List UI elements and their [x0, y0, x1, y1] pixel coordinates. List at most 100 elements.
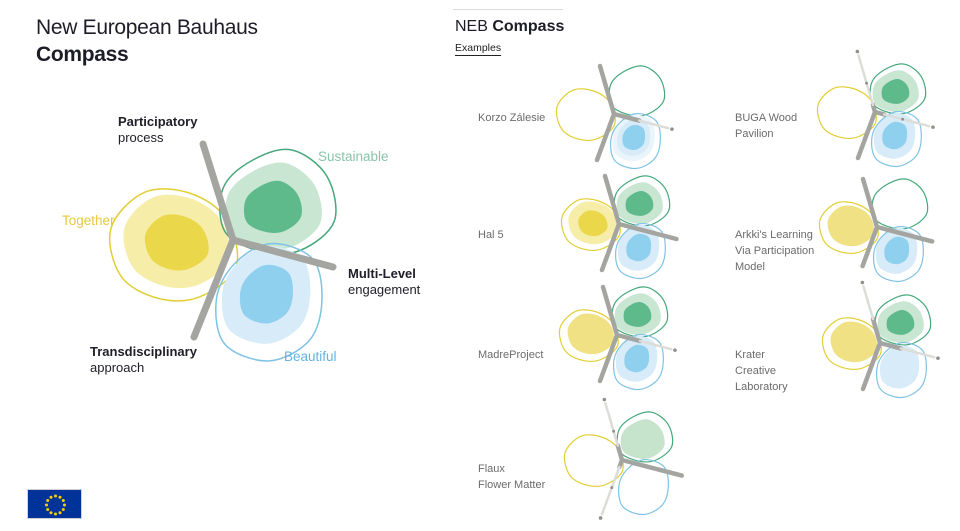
lobe-label-together: Together [62, 213, 115, 228]
blue-lobe-outline [875, 341, 927, 399]
blue-lobe-fill [624, 344, 650, 373]
main-compass-diagram [108, 140, 337, 362]
example-compass-krater-creative-laboratory [821, 280, 940, 399]
green-lobe-outline [608, 65, 666, 117]
compass-axis-right [229, 236, 337, 271]
yellow-lobe-fill [578, 210, 608, 237]
example-label-madreproject: MadreProject [478, 347, 558, 363]
green-lobe-fill [243, 180, 302, 233]
compass-axis-right-extension [638, 119, 670, 130]
compass-axis-top [615, 443, 625, 463]
section-divider [453, 9, 563, 10]
example-compass-flaux-flower-matter [563, 397, 685, 520]
example-label-line: MadreProject [478, 349, 544, 361]
blue-lobe-fill [626, 233, 652, 262]
example-label-line: Flaux [478, 463, 505, 475]
axis-label-transdisciplinary-approach: Transdisciplinary approach [90, 344, 197, 376]
example-label-hal-5: Hal 5 [478, 227, 558, 243]
blue-lobe-outline [870, 110, 922, 168]
example-label-line: Flower Matter [478, 479, 546, 491]
axis-tick-dot [670, 127, 674, 131]
compass-axis-bottom [855, 109, 878, 161]
yellow-lobe-outline [560, 198, 621, 251]
example-label-line: Creative [735, 365, 776, 377]
axis-tick-dot [602, 397, 607, 402]
green-lobe-outline [871, 178, 929, 230]
axis-tick-dot [673, 348, 677, 352]
yellow-lobe-outline [555, 88, 616, 141]
compass-axis-right [874, 224, 935, 244]
eu-flag-star [54, 494, 57, 498]
compass-axis-right [877, 340, 903, 351]
yellow-lobe-outline [563, 434, 624, 487]
axis-tick-dot [901, 117, 905, 121]
eu-flag-star [45, 503, 48, 507]
example-label-line: Arkki's Learning [735, 229, 813, 241]
axis-tick-dot [931, 125, 935, 129]
eu-flag-star [61, 508, 65, 511]
compass-axis-right-extension [899, 347, 936, 359]
eu-flag-star [49, 511, 53, 515]
example-compass-arkkis-learning-via-participation-model [818, 176, 935, 283]
yellow-lobe-fill [567, 313, 615, 355]
compass-axis-right [614, 332, 643, 344]
axis-label-bold: Multi-Level [348, 266, 416, 281]
axis-label-bold: Transdisciplinary [90, 344, 197, 359]
compass-axis-right [611, 111, 642, 123]
eu-flag-star [63, 503, 66, 507]
example-compass-buga-wood-pavilion [816, 49, 935, 168]
compass-axis-top [860, 176, 880, 230]
blue-lobe-outline [617, 458, 669, 516]
compass-axis-right [872, 109, 887, 117]
compass-axis-top [602, 173, 622, 227]
blue-lobe-fill [884, 236, 910, 265]
axis-tick-dot [855, 49, 860, 54]
page-title: New European Bauhaus Compass [36, 14, 258, 68]
example-compass-hal-5 [560, 173, 679, 280]
compass-axis-right-extension [638, 339, 673, 351]
blue-lobe-outline [612, 333, 664, 391]
eu-flag-star [49, 495, 53, 499]
axis-label-participatory-process: Participatory process [118, 114, 197, 146]
axis-tick-dot [598, 516, 603, 520]
blue-lobe-fill [239, 264, 293, 324]
axis-label-rest: engagement [348, 282, 421, 297]
compass-axis-bottom [597, 332, 620, 384]
lobe-label-beautiful: Beautiful [284, 349, 337, 364]
compass-axis-bottom [190, 236, 237, 341]
green-lobe-fill [886, 309, 915, 335]
compass-axis-top-extension [604, 402, 620, 447]
compass-axis-top-extension [857, 54, 875, 107]
compass-axis-bottom-extension [600, 465, 621, 516]
compass-axis-right-extension [882, 113, 931, 128]
axis-tick-dot [860, 280, 865, 285]
green-lobe-fill [623, 301, 652, 327]
page-title-line2: Compass [36, 43, 129, 66]
example-label-line: Krater [735, 349, 765, 361]
yellow-lobe-outline [821, 317, 882, 370]
yellow-lobe-fill [830, 321, 878, 363]
examples-title-bold: Compass [492, 18, 565, 35]
examples-subtitle: Examples [455, 42, 502, 56]
axis-tick-dot [610, 486, 614, 490]
compass-axis-top [870, 316, 883, 346]
compass-axis-top [600, 284, 620, 338]
axis-tick-dot [936, 356, 940, 360]
green-lobe-outline [219, 148, 337, 255]
compass-axis-top [199, 140, 237, 244]
compass-axis-bottom [599, 221, 622, 273]
lobe-label-sustainable: Sustainable [318, 149, 389, 164]
example-label-line: Hal 5 [478, 229, 504, 241]
compass-axis-bottom [860, 224, 880, 269]
eu-flag-star [54, 512, 57, 516]
blue-lobe-outline [872, 225, 924, 283]
yellow-lobe-outline [816, 86, 877, 139]
yellow-lobe-outline [558, 309, 619, 362]
example-label-line: Laboratory [735, 381, 788, 393]
axis-label-rest: approach [90, 360, 145, 375]
compass-axis-top-extension [862, 285, 875, 321]
